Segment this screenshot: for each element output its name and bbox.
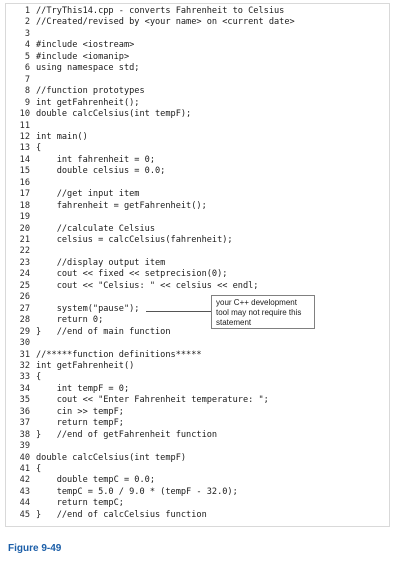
- code-text: {: [36, 464, 42, 474]
- code-text: return 0;: [36, 315, 104, 326]
- line-number: 1: [24, 6, 30, 16]
- line-number: 12: [19, 131, 30, 142]
- line-number: 5: [24, 51, 30, 62]
- code-text: double calcCelsius(int tempF);: [36, 109, 192, 120]
- code-text: fahrenheit = getFahrenheit();: [36, 200, 207, 211]
- line-number: 37: [19, 418, 30, 429]
- line-number: 29: [19, 326, 30, 337]
- line-number: 33: [19, 372, 30, 383]
- code-text: //display output item: [36, 257, 166, 268]
- code-text: } //end of main function: [36, 326, 171, 337]
- code-text: int tempF = 0;: [36, 383, 130, 394]
- line-number: 4: [24, 40, 30, 51]
- code-text: {: [36, 143, 42, 154]
- code-text: //TryThis14.cpp - converts Fahrenheit to…: [36, 6, 285, 16]
- line-number: 13: [19, 143, 30, 154]
- line-number: 3: [24, 28, 30, 39]
- line-number: 20: [19, 223, 30, 234]
- line-number: 2: [24, 17, 30, 28]
- line-number: 7: [24, 74, 30, 85]
- line-number: 21: [19, 235, 30, 245]
- code-text: using namespace std;: [36, 63, 140, 74]
- line-number: 27: [19, 303, 30, 314]
- callout-leader-line: [146, 311, 211, 312]
- code-text: //Created/revised by <your name> on <cur…: [36, 17, 295, 28]
- line-number: 6: [24, 63, 30, 74]
- line-number: 19: [19, 212, 30, 223]
- code-text: {: [36, 372, 42, 383]
- line-number: 18: [19, 200, 30, 211]
- line-number: 16: [19, 177, 30, 188]
- line-number: 39: [19, 441, 30, 452]
- code-text: #include <iostream>: [36, 40, 135, 51]
- figure-caption: Figure 9-49: [8, 543, 62, 554]
- code-text: int getFahrenheit(): [36, 360, 135, 371]
- line-number: 38: [19, 429, 30, 440]
- line-number: 42: [19, 475, 30, 486]
- code-text: cout << "Enter Fahrenheit temperature: "…: [36, 395, 269, 406]
- line-number: 31: [19, 349, 30, 360]
- code-text: //get input item: [36, 189, 140, 200]
- code-text: cout << "Celsius: " << celsius << endl;: [36, 280, 259, 291]
- line-number: 45: [19, 509, 30, 520]
- code-text: } //end of calcCelsius function: [36, 509, 207, 520]
- line-number: 28: [19, 315, 30, 326]
- code-text: double tempC = 0.0;: [36, 475, 155, 486]
- line-number: 25: [19, 280, 30, 291]
- code-text: int main(): [36, 131, 88, 142]
- line-number: 41: [19, 464, 30, 474]
- code-text: system("pause");: [36, 303, 140, 314]
- code-text: } //end of getFahrenheit function: [36, 429, 218, 440]
- code-text: double calcCelsius(int tempF): [36, 452, 187, 463]
- code-text: return tempF;: [36, 418, 124, 429]
- line-number: 11: [19, 120, 30, 131]
- line-number: 34: [19, 383, 30, 394]
- line-number: 36: [19, 406, 30, 417]
- code-text: int fahrenheit = 0;: [36, 154, 155, 165]
- code-text: double celsius = 0.0;: [36, 166, 166, 177]
- line-number: 30: [19, 338, 30, 349]
- code-text: //*****function definitions*****: [36, 349, 202, 360]
- line-number: 35: [19, 395, 30, 406]
- callout-note: your C++ development tool may not requir…: [211, 295, 315, 329]
- line-number: 10: [19, 109, 30, 120]
- code-text: cin >> tempF;: [36, 406, 124, 417]
- line-number: 26: [19, 292, 30, 303]
- line-number: 23: [19, 257, 30, 268]
- line-number: 8: [24, 86, 30, 97]
- code-text: tempC = 5.0 / 9.0 * (tempF - 32.0);: [36, 486, 238, 497]
- line-number: 14: [19, 154, 30, 165]
- line-number: 40: [19, 452, 30, 463]
- line-number: 9: [24, 97, 30, 108]
- line-number: 15: [19, 166, 30, 177]
- code-text: cout << fixed << setprecision(0);: [36, 269, 228, 280]
- code-text: #include <iomanip>: [36, 51, 130, 62]
- line-number: 22: [19, 246, 30, 257]
- code-listing: 1 //TryThis14.cpp - converts Fahrenheit t…: [5, 3, 390, 527]
- code-text: int getFahrenheit();: [36, 97, 140, 108]
- line-number: 24: [19, 269, 30, 280]
- line-number: 43: [19, 486, 30, 497]
- code-text: return tempC;: [36, 498, 124, 509]
- line-number: 44: [19, 498, 30, 509]
- code-text: //calculate Celsius: [36, 223, 155, 234]
- line-number: 32: [19, 360, 30, 371]
- code-text: //function prototypes: [36, 86, 145, 97]
- line-number: 17: [19, 189, 30, 200]
- callout-text: your C++ development tool may not requir…: [216, 298, 302, 327]
- code-text: celsius = calcCelsius(fahrenheit);: [36, 235, 233, 245]
